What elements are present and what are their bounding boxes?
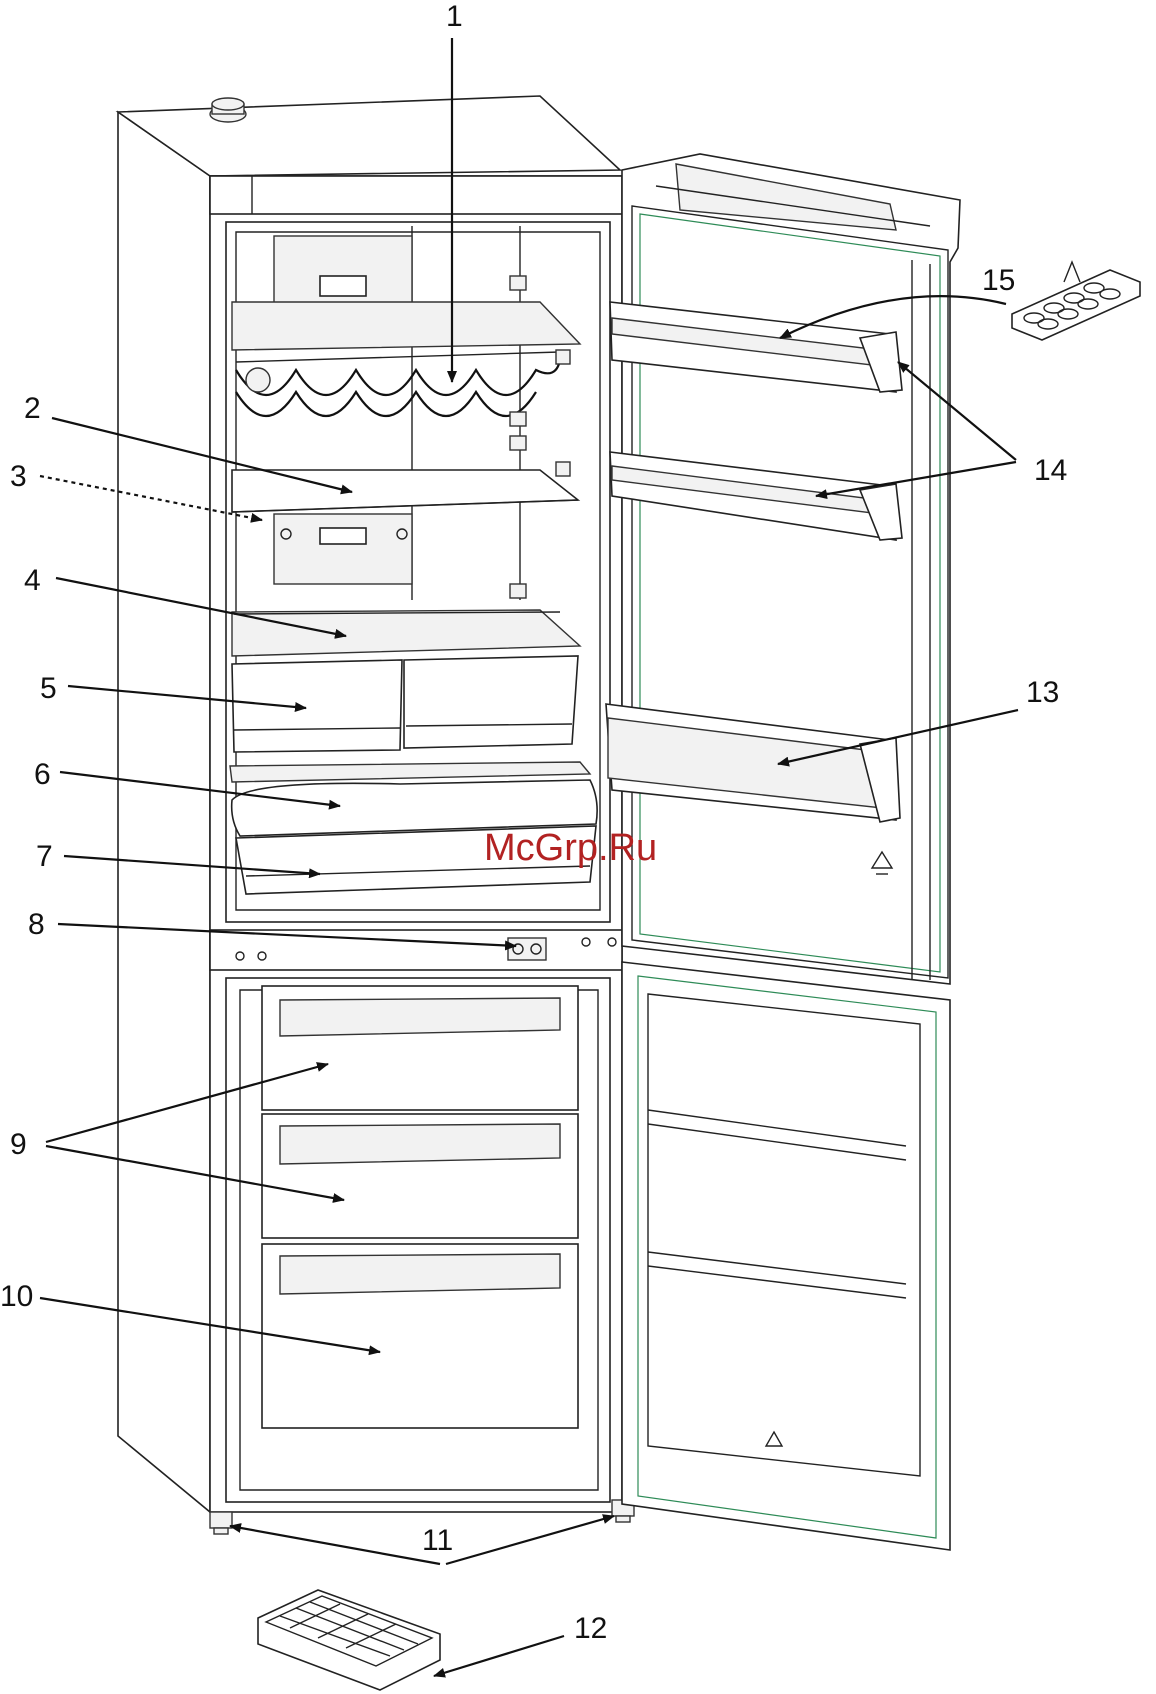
fridge-door	[606, 154, 960, 984]
callout-10: 10	[0, 1280, 33, 1313]
freezer-drawer-bottom	[262, 1244, 578, 1428]
callout-14: 14	[1034, 454, 1067, 487]
top-hinge-knob	[210, 98, 246, 122]
top-shelf	[232, 302, 580, 350]
freezer-door	[622, 962, 950, 1550]
adjustable-foot-left	[210, 1512, 232, 1534]
callout-4: 4	[24, 564, 41, 597]
callout-3: 3	[10, 460, 27, 493]
light-thermostat-unit	[274, 514, 412, 584]
crisper-left	[232, 660, 402, 752]
cabinet-top	[118, 96, 620, 176]
cabinet-side-panel	[118, 112, 210, 1512]
freezer-drawer-middle	[262, 1114, 578, 1238]
callout-1: 1	[446, 0, 463, 33]
crisper-right	[404, 656, 578, 748]
top-front-strip	[210, 176, 622, 214]
control-panel	[508, 938, 546, 960]
leader-12	[434, 1636, 564, 1676]
callout-8: 8	[28, 908, 45, 941]
callout-6: 6	[34, 758, 51, 791]
middle-divider	[210, 930, 622, 970]
freezer-drawer-top	[262, 986, 578, 1110]
callout-15: 15	[982, 264, 1015, 297]
callout-12: 12	[574, 1612, 607, 1645]
callout-2: 2	[24, 392, 41, 425]
callout-7: 7	[36, 840, 53, 873]
fridge-cabinet	[118, 96, 634, 1534]
leader-11b	[446, 1516, 614, 1564]
egg-tray	[1012, 262, 1140, 340]
callout-11: 11	[422, 1524, 453, 1557]
callout-13: 13	[1026, 676, 1059, 709]
callout-9: 9	[10, 1128, 27, 1161]
callout-5: 5	[40, 672, 57, 705]
leader-11a	[230, 1526, 440, 1564]
ice-tray	[258, 1590, 440, 1690]
watermark: McGrp.Ru	[484, 827, 657, 869]
